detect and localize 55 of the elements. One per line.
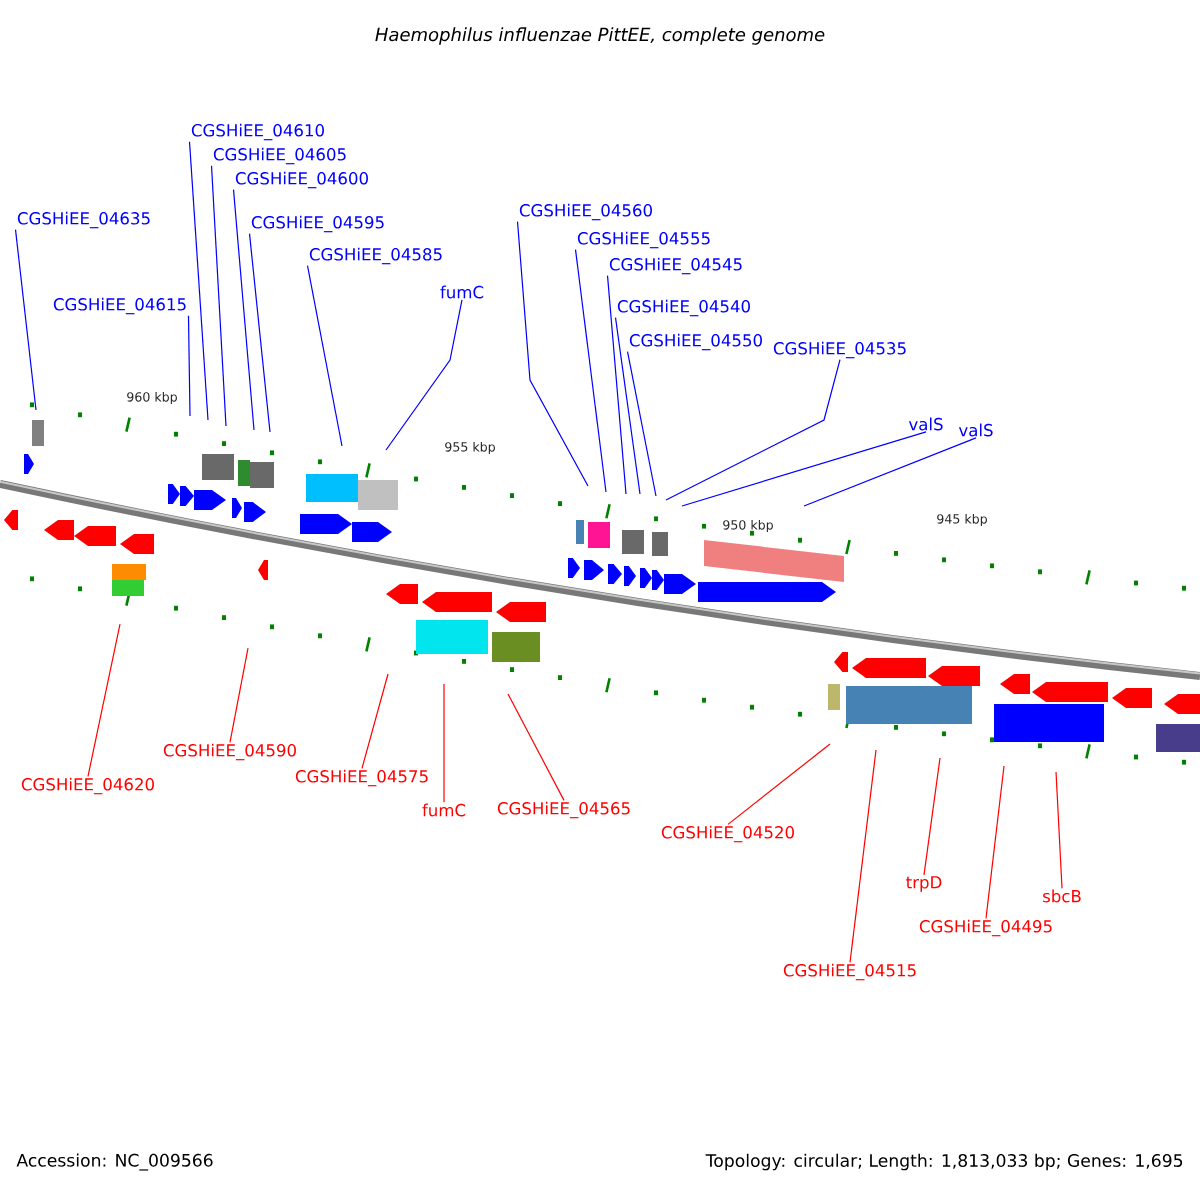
leader-line [681, 431, 927, 507]
gene-label: CGSHiEE_04595 [251, 215, 384, 233]
leader-line [1055, 771, 1063, 889]
gene-label: CGSHiEE_04545 [609, 257, 742, 275]
gene-label: sbcB [1043, 889, 1081, 903]
genome-info-text: Topology: circular; Length: 1,813,033 bp; Genes: 1,695 [705, 1153, 1183, 1171]
leader-line [626, 351, 657, 497]
leader-line [574, 249, 607, 493]
gene-label: CGSHiEE_04520 [661, 825, 794, 843]
leader-line [87, 623, 121, 777]
gene-label: CGSHiEE_04495 [919, 919, 1052, 937]
leader-line [606, 275, 627, 495]
leader-line [803, 437, 977, 507]
gene-label: fumC [440, 285, 484, 299]
leader-line [14, 229, 37, 411]
gene-label: CGSHiEE_04605 [213, 147, 346, 165]
gene-label: CGSHiEE_04560 [519, 203, 652, 221]
gene-label: CGSHiEE_04565 [497, 801, 630, 819]
leader-line [923, 757, 941, 876]
leader-line [229, 647, 249, 743]
gene-label: CGSHiEE_04555 [577, 231, 710, 249]
gene-label: fumC [422, 803, 466, 817]
gene-label: CGSHiEE_04540 [617, 299, 750, 317]
leader-line [443, 683, 445, 803]
accession-text: Accession: NC_009566 [16, 1153, 213, 1171]
gene-label: CGSHiEE_04550 [629, 333, 762, 351]
leader-line [614, 317, 641, 495]
gene-label: CGSHiEE_04585 [309, 247, 442, 265]
gene-label: CGSHiEE_04615 [53, 297, 186, 315]
leader-line [516, 221, 589, 487]
leader-line [187, 315, 191, 417]
gene-label: CGSHiEE_04575 [295, 769, 428, 787]
gene-label: CGSHiEE_04635 [17, 211, 150, 229]
leader-line [985, 765, 1005, 919]
leader-line [232, 189, 255, 431]
gene-label: valS [908, 417, 943, 431]
leader-line [665, 359, 841, 501]
gene-label: CGSHiEE_04515 [783, 963, 916, 981]
gene-label: CGSHiEE_04600 [235, 171, 368, 189]
leader-line [507, 693, 565, 801]
leader-line [248, 233, 271, 433]
gene-label: CGSHiEE_04610 [191, 123, 324, 141]
gene-label: CGSHiEE_04535 [773, 341, 906, 359]
title: Haemophilus influenzae PittEE, complete genome [375, 27, 825, 45]
leader-line [188, 141, 209, 421]
leader-line [361, 673, 389, 769]
gene-label: trpD [906, 876, 942, 892]
leader-line [385, 299, 463, 451]
leader-line [727, 743, 831, 825]
leader-line [849, 749, 877, 963]
gene-label: valS [958, 423, 993, 437]
gene-label: CGSHiEE_04590 [163, 743, 296, 761]
leader-line [210, 165, 227, 427]
gene-label: CGSHiEE_04620 [21, 777, 154, 795]
leader-line [306, 265, 343, 447]
